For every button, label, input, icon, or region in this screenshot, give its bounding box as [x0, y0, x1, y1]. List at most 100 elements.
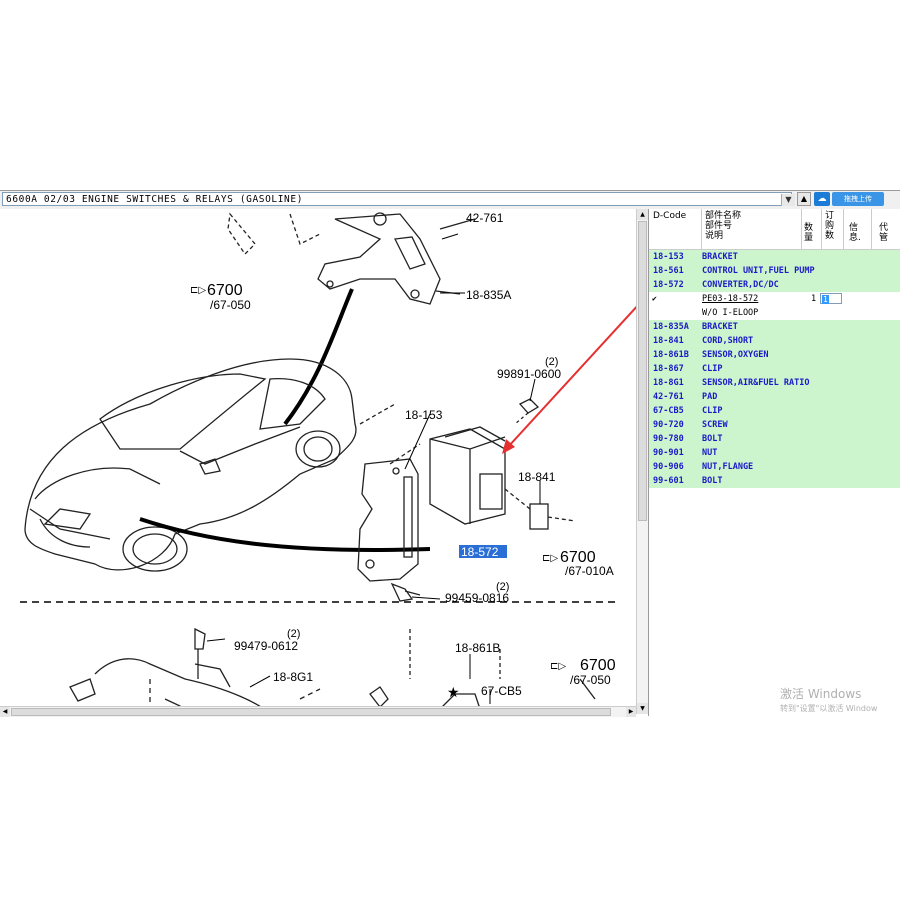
row-description: NUT,FLANGE — [702, 462, 754, 472]
ref-67050-top: /67-050 — [210, 298, 251, 312]
table-row[interactable]: 18-841 CORD,SHORT — [649, 334, 900, 348]
label-188g1: 18-8G1 — [273, 670, 313, 684]
table-row[interactable]: 18-572 CONVERTER,DC/DC — [649, 278, 900, 292]
parts-table-body: 18-153 BRACKET 18-561 CONTROL UNIT,FUEL … — [649, 250, 900, 488]
row-dcode: 18-861B — [653, 350, 689, 360]
row-dcode: 90-720 — [653, 420, 684, 430]
table-row[interactable]: 18-867 CLIP — [649, 362, 900, 376]
table-row[interactable]: 99-601 BOLT — [649, 474, 900, 488]
row-dcode: 42-761 — [653, 392, 684, 402]
label-99479: 99479-0612 — [234, 639, 298, 653]
header-mgmt[interactable]: 代 管 — [879, 223, 889, 243]
part-number[interactable]: PE03-18-572 — [702, 294, 759, 304]
nav-arrow-button[interactable]: ▲ — [797, 192, 811, 206]
parts-list-panel: D-Code 部件名称 部件号 说明 数量 订 购 数 信 息. 代 管 18-… — [648, 209, 900, 716]
cloud-icon[interactable]: ☁ — [814, 192, 830, 206]
table-row[interactable]: 90-901 NUT — [649, 446, 900, 460]
row-description: CONVERTER,DC/DC — [702, 280, 779, 290]
label-67cb5: 67-CB5 — [481, 684, 522, 698]
row-description: CLIP — [702, 364, 723, 374]
catalog-toolbar: 6600A 02/03 ENGINE SWITCHES & RELAYS (GA… — [0, 190, 900, 210]
row-description: BOLT — [702, 434, 723, 444]
row-description: CLIP — [702, 406, 723, 416]
part-qty: 1 — [811, 294, 817, 304]
row-description: BRACKET — [702, 322, 738, 332]
label-18861b: 18-861B — [455, 641, 500, 655]
label-99891-qty: (2) — [545, 356, 558, 368]
table-row[interactable]: 18-835A BRACKET — [649, 320, 900, 334]
section-dropdown-value: 6600A 02/03 ENGINE SWITCHES & RELAYS (GA… — [6, 194, 304, 205]
parts-diagram: ★ ⊏▷ 6700 /67-050 42-761 18-835A (2) — [20, 211, 636, 714]
label-99459-qty: (2) — [496, 581, 509, 593]
drawing-vertical-scrollbar[interactable]: ▲ ▼ — [636, 209, 648, 714]
table-row[interactable]: 90-906 NUT,FLANGE — [649, 460, 900, 474]
scroll-up-icon[interactable]: ▲ — [637, 209, 648, 220]
table-row[interactable]: 67-CB5 CLIP — [649, 404, 900, 418]
table-row[interactable]: 18-561 CONTROL UNIT,FUEL PUMP — [649, 264, 900, 278]
label-99891: 99891-0600 — [497, 367, 561, 381]
star-icon: ★ — [447, 684, 460, 700]
upload-button[interactable]: 拖拽上传 — [832, 192, 884, 206]
label-18841: 18-841 — [518, 470, 556, 484]
row-dcode: 18-153 — [653, 252, 684, 262]
checkbox-checked-icon[interactable]: ✔ — [652, 294, 657, 303]
ref-67010a: /67-010A — [565, 564, 614, 578]
book-icon-mid: ⊏▷ — [542, 553, 558, 564]
table-row[interactable]: 18-153 BRACKET — [649, 250, 900, 264]
label-99479-qty: (2) — [287, 628, 300, 640]
row-dcode: 18-572 — [653, 280, 684, 290]
header-part-name[interactable]: 部件名称 部件号 说明 — [705, 211, 742, 241]
scroll-right-icon[interactable]: ▶ — [626, 707, 636, 717]
drawing-horizontal-scrollbar[interactable]: ◀ ▶ — [0, 706, 636, 717]
label-42761: 42-761 — [466, 211, 504, 225]
label-18153: 18-153 — [405, 408, 443, 422]
label-18572-highlighted: 18-572 — [461, 545, 499, 559]
selected-part-row[interactable]: ✔ PE03-18-572 1 1 — [649, 292, 900, 306]
row-dcode: 67-CB5 — [653, 406, 684, 416]
table-row[interactable]: 90-720 SCREW — [649, 418, 900, 432]
ref-67050-bot: /67-050 — [570, 673, 611, 687]
parts-diagram-panel[interactable]: ★ ⊏▷ 6700 /67-050 42-761 18-835A (2) — [0, 209, 636, 714]
header-dcode[interactable]: D-Code — [653, 211, 687, 221]
row-dcode: 18-841 — [653, 336, 684, 346]
row-description: NUT — [702, 448, 718, 458]
row-description: CORD,SHORT — [702, 336, 754, 346]
table-row[interactable]: 18-861B SENSOR,OXYGEN — [649, 348, 900, 362]
label-99459: 99459-0816 — [445, 591, 509, 605]
row-dcode: 18-8G1 — [653, 378, 684, 388]
windows-activation-watermark: 激活 Windows — [780, 687, 862, 701]
row-description: SENSOR,OXYGEN — [702, 350, 769, 360]
row-dcode: 18-561 — [653, 266, 684, 276]
ref-6700-top: 6700 — [207, 282, 243, 299]
table-row[interactable]: 90-780 BOLT — [649, 432, 900, 446]
chevron-down-icon[interactable]: ▼ — [781, 194, 795, 206]
section-dropdown[interactable]: 6600A 02/03 ENGINE SWITCHES & RELAYS (GA… — [2, 192, 795, 206]
row-description: PAD — [702, 392, 718, 402]
row-dcode: 99-601 — [653, 476, 684, 486]
row-description: BOLT — [702, 476, 723, 486]
row-description: SCREW — [702, 420, 728, 430]
header-order-qty[interactable]: 订 购 数 — [825, 211, 835, 241]
book-icon-bot: ⊏▷ — [550, 661, 566, 672]
windows-activation-hint: 转到"设置"以激活 Window — [780, 704, 878, 713]
scroll-thumb-horizontal[interactable] — [11, 708, 611, 716]
ref-6700-bot: 6700 — [580, 657, 616, 674]
row-description: BRACKET — [702, 252, 738, 262]
header-info[interactable]: 信 息. — [849, 223, 861, 243]
row-dcode: 18-867 — [653, 364, 684, 374]
row-dcode: 90-780 — [653, 434, 684, 444]
part-note: W/O I-ELOOP — [702, 308, 759, 318]
header-qty[interactable]: 数量 — [804, 223, 814, 243]
parts-table-header: D-Code 部件名称 部件号 说明 数量 订 购 数 信 息. 代 管 — [649, 209, 900, 250]
row-dcode: 90-901 — [653, 448, 684, 458]
scroll-thumb[interactable] — [638, 221, 647, 521]
row-dcode: 18-835A — [653, 322, 689, 332]
order-qty-input[interactable]: 1 — [820, 293, 842, 304]
row-dcode: 90-906 — [653, 462, 684, 472]
row-description: CONTROL UNIT,FUEL PUMP — [702, 266, 815, 276]
book-icon: ⊏▷ — [190, 285, 206, 296]
scroll-left-icon[interactable]: ◀ — [0, 707, 10, 717]
table-row[interactable]: 42-761 PAD — [649, 390, 900, 404]
scroll-down-icon[interactable]: ▼ — [637, 703, 648, 714]
